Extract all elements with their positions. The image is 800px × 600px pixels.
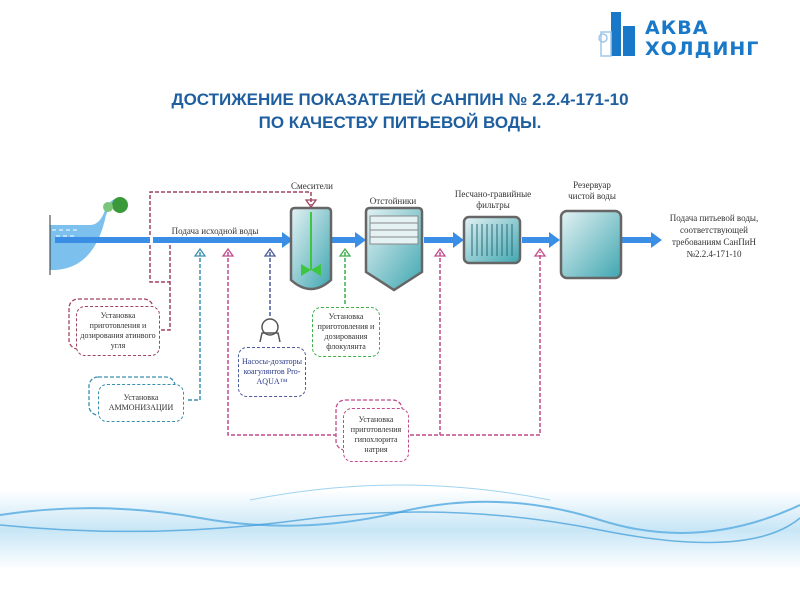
hypochlorite-line — [227, 252, 541, 436]
flocculant-unit-box: Установка приготовления и дозирования фл… — [312, 307, 380, 357]
logo-icon — [598, 12, 635, 57]
water-wave-decoration — [0, 484, 800, 570]
filters-label: Песчано-гравийные фильтры — [454, 189, 532, 210]
logo-line2: ХОЛДИНГ — [645, 38, 760, 60]
page-title-line1: ДОСТИЖЕНИЕ ПОКАЗАТЕЛЕЙ САНПИН № 2.2.4-17… — [171, 90, 629, 109]
carbon-line-2 — [158, 245, 171, 331]
filter-icon — [462, 215, 522, 265]
carbon-unit-box: Установка приготовления и дозирования ат… — [76, 306, 160, 356]
mixers-label: Смесители — [291, 181, 333, 191]
carbon-line — [149, 245, 170, 283]
hypochlorite-unit-box: Установка приготовления гипохлорита натр… — [343, 408, 409, 462]
raw-water-label: Подача исходной воды — [171, 226, 259, 236]
page-title-line2: ПО КАЧЕСТВУ ПИТЬЕВОЙ ВОДЫ. — [258, 113, 542, 132]
ammonia-line — [186, 252, 201, 401]
settler-icon — [364, 206, 424, 292]
pumps-box: Насосы-дозаторы коагулянтов Pro-AQUA™ — [238, 347, 306, 397]
logo-line1: АКВА — [645, 17, 709, 39]
reservoir-label: Резервуар чистой воды — [568, 180, 616, 201]
main-pipe — [55, 232, 662, 248]
water-source-icon — [49, 197, 128, 275]
reservoir-icon — [559, 209, 623, 280]
output-label: Подача питьевой воды, соответствующей тр… — [669, 213, 759, 259]
carbon-line-to-mixer — [149, 191, 312, 235]
settlers-label: Отстойники — [369, 196, 417, 206]
ammonia-unit-box: Установка АММОНИЗАЦИИ — [98, 384, 184, 422]
mixer-icon — [289, 206, 333, 291]
pump-icon — [259, 318, 281, 343]
